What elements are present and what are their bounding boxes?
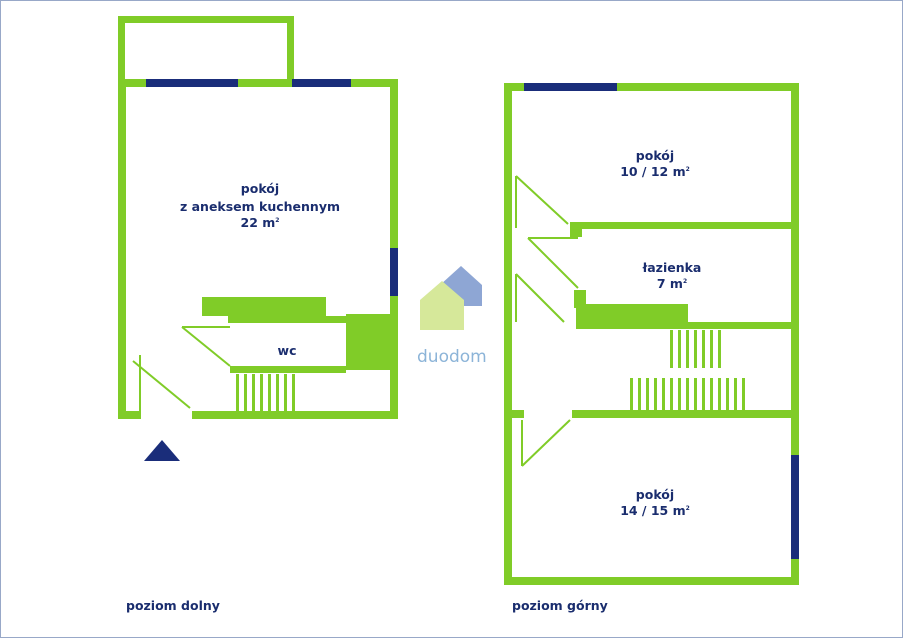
- entrance-door-swing: [132, 355, 191, 419]
- door-swing: [521, 419, 571, 467]
- stairs-upper: [630, 330, 745, 410]
- room-top-area: 10 / 12 m2: [620, 164, 690, 179]
- entrance-triangle-icon: [144, 440, 180, 461]
- living-room-area: 22 m2: [241, 215, 280, 230]
- wc-walls: [202, 297, 390, 373]
- lower-level-caption: poziom dolny: [126, 598, 220, 613]
- logo-text: duodom: [417, 347, 487, 367]
- lower-level-plan: pokój z aneksem kuchennym 22 m2 wc pozio…: [118, 16, 398, 613]
- wc-label: wc: [278, 343, 297, 358]
- window: [146, 79, 238, 87]
- room-bottom-area: 14 / 15 m2: [620, 503, 690, 518]
- house-logo-icon: [420, 266, 482, 330]
- bathroom-label: łazienka: [642, 260, 702, 275]
- upper-level-plan: pokój 10 / 12 m2 łazienka 7 m2 pokój 14 …: [504, 83, 799, 613]
- window: [292, 79, 351, 87]
- upper-outer-walls: [504, 83, 799, 585]
- bathroom-area: 7 m2: [657, 276, 687, 291]
- room-top-label: pokój: [636, 148, 674, 163]
- balcony: [118, 16, 294, 86]
- upper-level-caption: poziom górny: [512, 598, 608, 613]
- living-room-subtitle: z aneksem kuchennym: [180, 199, 340, 214]
- door-swing: [515, 175, 569, 228]
- upper-internal-walls: [512, 222, 791, 418]
- room-bottom-label: pokój: [636, 487, 674, 502]
- living-room-label: pokój: [241, 181, 279, 196]
- door-swing: [527, 237, 579, 289]
- window: [524, 83, 617, 91]
- window: [791, 455, 799, 559]
- stairs-lower: [236, 374, 295, 411]
- door-swing: [181, 326, 231, 367]
- window: [390, 248, 398, 296]
- door-swing: [515, 273, 565, 323]
